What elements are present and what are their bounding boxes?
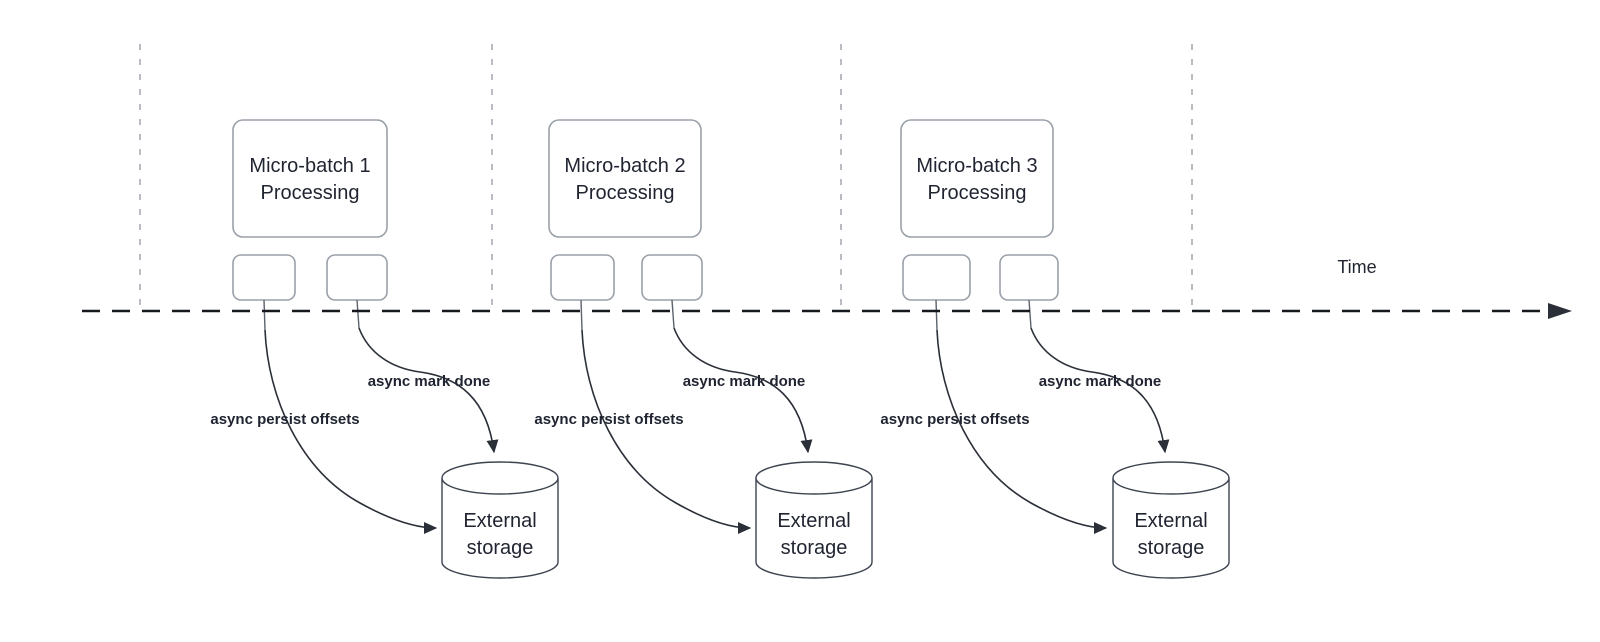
microbatch-2-label-line2: Processing — [576, 182, 675, 204]
edge-label-mark-done-3: async mark done — [1039, 373, 1162, 390]
task-2b-stem — [671, 299, 675, 329]
microbatch-3-label-line2: Processing — [928, 182, 1027, 204]
task-1a-box[interactable] — [232, 254, 296, 301]
task-1b-stem — [356, 299, 360, 329]
microbatch-1-box[interactable] — [232, 119, 388, 238]
microbatch-2-label-line1: Micro-batch 2 — [564, 155, 685, 177]
microbatch-1-label-line2: Processing — [261, 182, 360, 204]
edge-label-mark-done-1: async mark done — [368, 373, 491, 390]
task-3b-box[interactable] — [999, 254, 1059, 301]
microbatch-1-label-line1: Micro-batch 1 — [249, 155, 370, 177]
external-storage-1-body — [441, 478, 559, 579]
task-1b-box[interactable] — [326, 254, 388, 301]
external-storage-3-top — [1112, 461, 1230, 495]
task-2a-box[interactable] — [550, 254, 615, 301]
group-2: Micro-batch 2 Processing async persist o… — [534, 119, 873, 579]
edge-persist-offsets-3 — [936, 329, 1108, 534]
external-storage-3-label-line2: storage — [1138, 537, 1205, 559]
external-storage-3-label-line1: External — [1134, 510, 1207, 532]
task-3a-stem — [935, 299, 938, 331]
external-storage-2-label-line1: External — [777, 510, 850, 532]
microbatch-3-label-line1: Micro-batch 3 — [916, 155, 1037, 177]
timeline: Time — [82, 257, 1572, 319]
edge-label-persist-offsets-2: async persist offsets — [534, 411, 683, 428]
external-storage-1[interactable]: External storage — [441, 461, 559, 579]
task-2b-box[interactable] — [641, 254, 703, 301]
edge-persist-offsets-1 — [264, 329, 438, 534]
edge-mark-done-1 — [358, 327, 499, 454]
timeline-arrow-icon — [1548, 303, 1572, 319]
external-storage-1-label-line1: External — [463, 510, 536, 532]
edge-mark-done-2 — [673, 327, 813, 454]
group-1: Micro-batch 1 Processing async persist o… — [210, 119, 559, 579]
group-3: Micro-batch 3 Processing async persist o… — [880, 119, 1230, 579]
edge-label-persist-offsets-1: async persist offsets — [210, 411, 359, 428]
external-storage-3-body — [1112, 478, 1230, 579]
microbatch-2-box[interactable] — [548, 119, 702, 238]
external-storage-2-label-line2: storage — [781, 537, 848, 559]
microbatch-3-box[interactable] — [900, 119, 1054, 238]
timeline-axis-label: Time — [1337, 257, 1376, 277]
external-storage-2-body — [755, 478, 873, 579]
external-storage-2-top — [755, 461, 873, 495]
edge-mark-done-3 — [1030, 327, 1170, 454]
external-storage-1-top — [441, 461, 559, 495]
task-3b-stem — [1028, 299, 1032, 329]
external-storage-3[interactable]: External storage — [1112, 461, 1230, 579]
external-storage-2[interactable]: External storage — [755, 461, 873, 579]
external-storage-1-label-line2: storage — [467, 537, 534, 559]
edge-persist-offsets-2 — [581, 329, 752, 534]
task-2a-stem — [580, 299, 583, 331]
edge-label-persist-offsets-3: async persist offsets — [880, 411, 1029, 428]
edge-label-mark-done-2: async mark done — [683, 373, 806, 390]
task-3a-box[interactable] — [902, 254, 971, 301]
task-1a-stem — [263, 299, 266, 331]
